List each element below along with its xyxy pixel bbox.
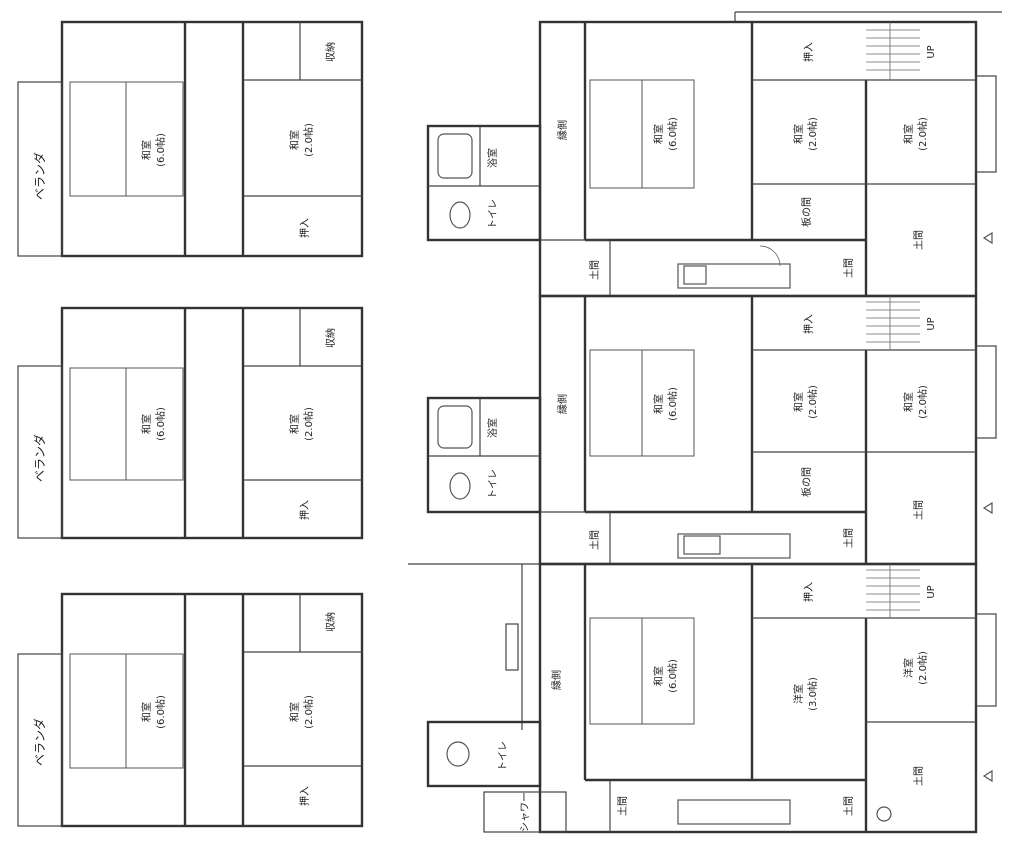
upper-floor-unit-1: ベランダ 和室 (6.0帖) 和室 (2.0帖) 収納 押入 [17, 20, 364, 258]
shuno-label: 収納 [324, 328, 337, 348]
washitsu-label: 和室 [792, 124, 805, 144]
toilet-icon [446, 741, 470, 767]
ground-floor-unit-b: 縁側 和室 (6.0帖) 押入 UP 和室 (2.0帖) 和室 (2.0帖) 板… [426, 294, 997, 566]
toilet-icon [449, 201, 471, 229]
upper-floor-unit-2: ベランダ 和室 (6.0帖) 和室 (2.0帖) 収納 押入 [17, 306, 364, 540]
engawa-label: 縁側 [550, 670, 563, 690]
toilet-label: トイレ [498, 741, 509, 771]
bathtub-icon [437, 133, 473, 179]
upper-floor-unit-3: ベランダ 和室 (6.0帖) 和室 (2.0帖) 収納 押入 [17, 592, 364, 828]
oshiire-label: 押入 [802, 582, 815, 602]
washitsu-label: 和室 [288, 702, 301, 722]
size-label: (2.0帖) [916, 117, 929, 151]
doma-label: 土間 [912, 766, 925, 786]
size-label: (6.0帖) [666, 117, 679, 151]
stairs [866, 22, 920, 80]
veranda-label: ベランダ [32, 152, 47, 200]
entrance-arrow-icon [982, 769, 993, 783]
entrance-arrow-icon [982, 501, 993, 515]
oshiire-label: 押入 [298, 786, 311, 806]
oshiire-label: 押入 [802, 42, 815, 62]
doma-label: 土間 [842, 258, 855, 278]
yoshitsu-label: 洋室 [792, 684, 805, 704]
doma-label: 土間 [842, 528, 855, 548]
size-label: (6.0帖) [666, 659, 679, 693]
size-label: (6.0帖) [666, 387, 679, 421]
size-label: (2.0帖) [806, 117, 819, 151]
size-label: (2.0帖) [302, 695, 315, 729]
stove-icon [683, 265, 707, 285]
washitsu-label: 和室 [652, 666, 665, 686]
shuno-label: 収納 [324, 612, 337, 632]
washitsu-label: 和室 [140, 140, 153, 160]
itanoma-label: 板の間 [800, 197, 813, 227]
gas-meter-icon [876, 806, 892, 822]
yoshitsu-label: 洋室 [902, 658, 915, 678]
washitsu-label: 和室 [902, 124, 915, 144]
oshiire-label: 押入 [298, 218, 311, 238]
doma-label: 土間 [912, 230, 925, 250]
washitsu-label: 和室 [288, 414, 301, 434]
yokushitsu-label: 浴室 [486, 418, 499, 438]
doma-label: 土間 [588, 260, 601, 280]
size-label: (2.0帖) [806, 385, 819, 419]
washitsu-label: 和室 [140, 702, 153, 722]
veranda-label: ベランダ [32, 434, 47, 482]
oshiire-label: 押入 [298, 500, 311, 520]
size-label: (3.0帖) [806, 677, 819, 711]
doma-label: 土間 [842, 796, 855, 816]
doma-label: 土間 [912, 500, 925, 520]
washitsu-label: 和室 [652, 124, 665, 144]
ground-floor-unit-a: 縁側 和室 (6.0帖) 押入 UP 和室 (2.0帖) 和室 (2.0帖) 板… [426, 20, 997, 298]
washitsu-label: 和室 [288, 130, 301, 150]
kitchen-counter [677, 799, 791, 825]
doma-label: 土間 [616, 796, 629, 816]
entrance-arrow-icon [982, 231, 993, 245]
size-label: (2.0帖) [302, 407, 315, 441]
stairs [866, 564, 920, 618]
yokushitsu-label: 浴室 [486, 148, 499, 168]
engawa-label: 縁側 [556, 120, 569, 140]
oshiire-label: 押入 [802, 314, 815, 334]
washitsu-label: 和室 [140, 414, 153, 434]
toilet-icon [449, 472, 471, 500]
shuno-label: 収納 [324, 42, 337, 62]
up-label: UP [926, 317, 937, 330]
size-label: (2.0帖) [302, 123, 315, 157]
bathtub-icon [437, 405, 473, 449]
washitsu-label: 和室 [902, 392, 915, 412]
size-label: (2.0帖) [916, 385, 929, 419]
up-label: UP [926, 45, 937, 58]
up-label: UP [926, 585, 937, 598]
size-label: (6.0帖) [154, 695, 167, 729]
engawa-label: 縁側 [556, 394, 569, 414]
doma-label: 土間 [588, 530, 601, 550]
itanoma-label: 板の間 [800, 467, 813, 497]
size-label: (6.0帖) [154, 133, 167, 167]
stairs [866, 296, 920, 350]
stove-icon [683, 535, 721, 555]
toilet-label: トイレ [488, 199, 499, 229]
size-label: (2.0帖) [916, 651, 929, 685]
veranda-label: ベランダ [32, 718, 47, 766]
ground-floor-unit-c: 縁側 和室 (6.0帖) 押入 UP 洋室 (3.0帖) 洋室 (2.0帖) 土… [408, 562, 997, 834]
size-label: (6.0帖) [154, 407, 167, 441]
toilet-label: トイレ [488, 469, 499, 499]
shower-label: シャワー [520, 792, 531, 832]
washitsu-label: 和室 [792, 392, 805, 412]
washitsu-label: 和室 [652, 394, 665, 414]
